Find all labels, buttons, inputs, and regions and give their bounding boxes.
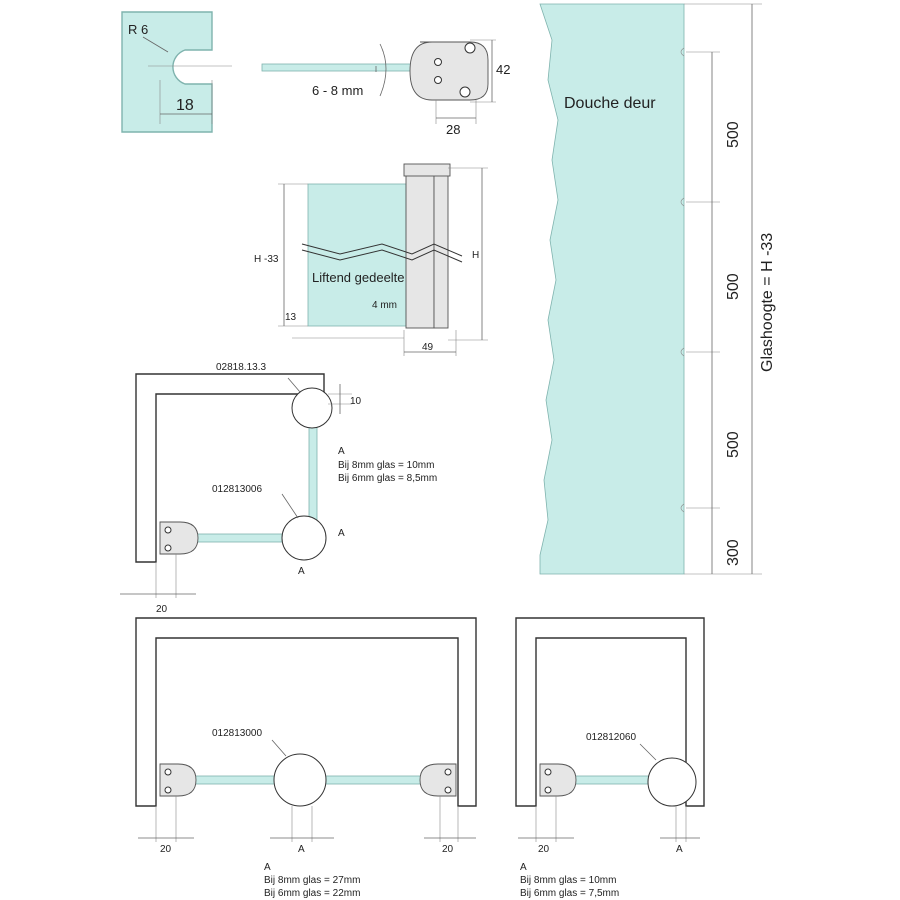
- part-012813000-label: 012813000: [212, 728, 262, 739]
- straight-plan: 012813000 20 A 20 A Bij 8mm glas = 27mm …: [135, 617, 477, 899]
- d42-label: 42: [496, 62, 510, 77]
- notch-detail: R 6 18: [121, 11, 232, 133]
- a-bottom-2: A: [298, 844, 305, 855]
- note3-title: A: [520, 862, 527, 873]
- d20-br-label: 20: [442, 844, 454, 855]
- note2-title: A: [264, 862, 271, 873]
- d4mm-label: 4 mm: [372, 300, 397, 311]
- d20-bl-label: 20: [160, 844, 172, 855]
- corner-plan: 02818.13.3 10 A Bij 8mm glas = 10mm Bij …: [120, 362, 437, 615]
- lift-profile-detail: H -33 H Liftend gedeelte 4 mm 13 49: [254, 163, 488, 356]
- niche-plan: 012812060 20 A A Bij 8mm glas = 10mm Bij…: [515, 617, 705, 899]
- note1-line2: Bij 6mm glas = 8,5mm: [338, 473, 437, 484]
- h-minus-33-label: H -33: [254, 254, 279, 265]
- note2-line2: Bij 6mm glas = 22mm: [264, 888, 360, 899]
- height-500-b: 500: [725, 273, 742, 300]
- part-02818-label: 02818.13.3: [216, 362, 266, 373]
- glass-thickness-label: 6 - 8 mm: [312, 83, 363, 98]
- a-bottom-3: A: [676, 844, 683, 855]
- part-012813006-label: 012813006: [212, 484, 262, 495]
- hinge-plan-detail: 6 - 8 mm 42 28: [261, 39, 510, 137]
- d18-label: 18: [176, 97, 194, 114]
- height-500-a: 500: [725, 121, 742, 148]
- note2-line1: Bij 8mm glas = 27mm: [264, 875, 360, 886]
- note1-line1: Bij 8mm glas = 10mm: [338, 460, 434, 471]
- d13-label: 13: [285, 312, 297, 323]
- door-title: Douche deur: [564, 95, 656, 112]
- note3-line2: Bij 6mm glas = 7,5mm: [520, 888, 619, 899]
- height-300: 300: [725, 539, 742, 566]
- glass-height-label: Glashoogte = H -33: [759, 233, 776, 372]
- a-side-label: A: [338, 528, 345, 539]
- d28-label: 28: [446, 122, 460, 137]
- d20-r-label: 20: [538, 844, 550, 855]
- door-elevation: Douche deur 500 500 500 300 Glashoogte =…: [539, 3, 776, 575]
- d10-label: 10: [350, 396, 362, 407]
- liftend-label: Liftend gedeelte: [312, 270, 405, 285]
- note3-line1: Bij 8mm glas = 10mm: [520, 875, 616, 886]
- r6-label: R 6: [128, 22, 148, 37]
- height-500-c: 500: [725, 431, 742, 458]
- a-bottom-1: A: [298, 566, 305, 577]
- note1-title: A: [338, 446, 345, 457]
- h-label: H: [472, 250, 479, 261]
- d49-label: 49: [422, 342, 434, 353]
- part-012812060-label: 012812060: [586, 732, 636, 743]
- d20-top-label: 20: [156, 604, 168, 615]
